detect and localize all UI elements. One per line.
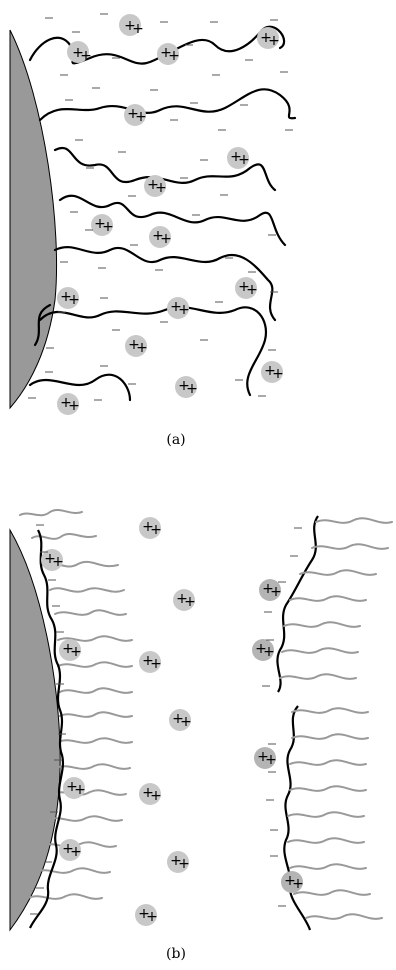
counterion-a-6-label-2: + [238, 152, 250, 168]
counterion-b-6: ++ [139, 651, 162, 673]
counterion-b-3: ++ [173, 589, 196, 611]
counterion-b-12: ++ [59, 839, 82, 861]
panel-b-counterions: ++ ++ ++ ++ ++ ++ ++ ++ ++ ++ ++ ++ ++ +… [41, 517, 304, 926]
counterion-a-4-label-2: + [268, 33, 280, 49]
counterion-a-8-label-2: + [102, 219, 114, 235]
panel-a-surface [10, 30, 57, 408]
panel-b-right-backbone-upper [277, 516, 318, 692]
counterion-a-10: ++ [235, 277, 258, 299]
counterion-b-14-label-2: + [292, 876, 304, 892]
counterion-a-2-label-2: + [80, 48, 92, 64]
counterion-a-8: ++ [91, 214, 114, 236]
counterion-a-1: ++ [119, 14, 144, 37]
panel-a-chains [30, 27, 295, 400]
counterion-b-12-label-2: + [70, 844, 82, 860]
counterion-a-3-label-2: + [168, 48, 180, 64]
counterion-a-5: ++ [124, 104, 147, 126]
counterion-b-15: ++ [135, 904, 158, 926]
panel-b: ++ ++ ++ ++ ++ ++ ++ ++ ++ ++ ++ ++ ++ +… [10, 510, 392, 930]
counterion-b-10-label-2: + [74, 782, 86, 798]
counterion-b-2-label-2: + [52, 554, 64, 570]
counterion-a-6: ++ [227, 147, 250, 169]
counterion-b-1: ++ [139, 517, 162, 539]
counterion-b-11-label-2: + [150, 788, 162, 804]
counterion-a-11-label-2: + [68, 292, 80, 308]
counterion-a-3: ++ [157, 43, 180, 65]
counterion-a-16-label-2: + [68, 398, 80, 414]
counterion-b-14: ++ [281, 871, 304, 893]
counterion-a-1-label-2: + [132, 21, 144, 37]
counterion-b-5-label-2: + [70, 644, 82, 660]
counterion-a-13-label-2: + [136, 340, 148, 356]
counterion-b-6-label-2: + [150, 656, 162, 672]
counterion-a-14: ++ [261, 361, 284, 383]
counterion-b-4-label-2: + [270, 584, 282, 600]
counterion-a-12-label-2: + [178, 302, 190, 318]
chain [40, 307, 266, 395]
counterion-a-12: ++ [167, 297, 190, 319]
counterion-a-14-label-2: + [272, 366, 284, 382]
panel-b-right-backbone-lower [284, 706, 310, 930]
panel-a-negative-charges [28, 14, 293, 400]
panel-b-tails-right [280, 518, 392, 919]
counterion-b-13: ++ [167, 851, 190, 873]
counterion-a-15: ++ [175, 376, 198, 398]
counterion-b-10: ++ [63, 777, 86, 799]
chain [40, 89, 295, 120]
counterion-b-13-label-2: + [178, 856, 190, 872]
counterion-b-9: ++ [254, 747, 277, 769]
panel-b-caption: (b) [0, 946, 374, 962]
chain [30, 27, 284, 64]
counterion-b-7-label-2: + [263, 644, 275, 660]
counterion-a-7-label-2: + [155, 180, 167, 196]
counterion-a-13: ++ [125, 335, 148, 357]
counterion-b-9-label-2: + [265, 752, 277, 768]
counterion-a-4: ++ [257, 27, 280, 49]
panel-a-caption: (a) [0, 432, 374, 448]
counterion-a-16: ++ [57, 393, 80, 415]
chain [30, 375, 130, 400]
counterion-b-3-label-2: + [184, 594, 196, 610]
counterion-a-9-label-2: + [160, 231, 172, 247]
counterion-b-8-label-2: + [180, 714, 192, 730]
counterion-a-9: ++ [149, 226, 172, 248]
counterion-b-11: ++ [139, 783, 162, 805]
counterion-b-5: ++ [59, 639, 82, 661]
counterion-a-10-label-2: + [246, 282, 258, 298]
counterion-a-11: ++ [57, 287, 80, 309]
counterion-a-5-label-2: + [135, 109, 147, 125]
counterion-a-2: ++ [67, 41, 92, 64]
counterion-b-15-label-2: + [146, 909, 158, 925]
counterion-a-15-label-2: + [186, 381, 198, 397]
counterion-b-8: ++ [169, 709, 192, 731]
counterion-b-1-label-2: + [150, 522, 162, 538]
panel-a: ++ ++ ++ ++ ++ ++ ++ ++ ++ ++ ++ ++ ++ +… [10, 14, 295, 415]
counterion-b-7: ++ [252, 639, 275, 661]
